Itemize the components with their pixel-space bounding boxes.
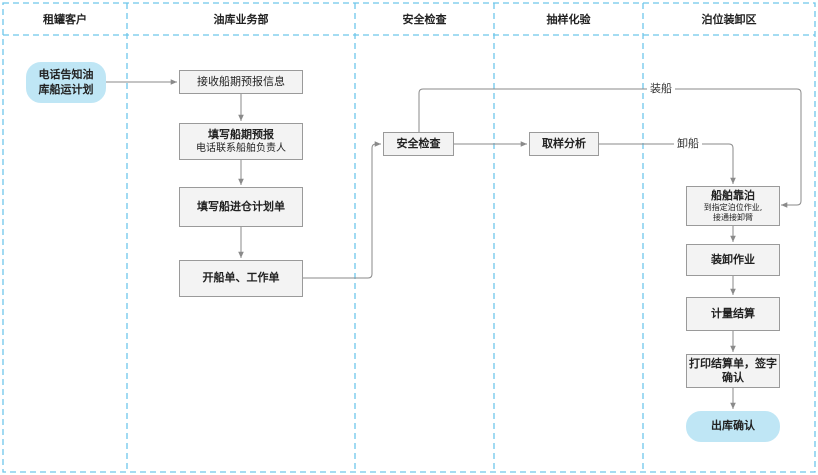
node-fill-entry-plan-text: 填写船进仓计划单 (197, 199, 285, 213)
node-receive-forecast-text: 接收船期预报信息 (197, 74, 285, 88)
node-berthing-sub1: 到指定泊位作业, (703, 203, 763, 213)
node-fill-forecast-sub: 电话联系船舶负责人 (196, 143, 286, 155)
node-sampling: 取样分析 (529, 132, 599, 156)
lane-header-customer: 租罐客户 (43, 13, 87, 26)
node-fill-forecast-title: 填写船期预报 (208, 127, 274, 141)
node-safety-check: 安全检查 (383, 132, 454, 156)
node-loading-unloading: 装卸作业 (686, 244, 780, 276)
node-fill-entry-plan: 填写船进仓计划单 (179, 187, 303, 227)
node-sampling-text: 取样分析 (542, 136, 586, 150)
node-loading-unloading-text: 装卸作业 (711, 252, 755, 266)
lane-header-safety: 安全检查 (402, 13, 447, 26)
node-customer-notify: 电话告知油库船运计划 (26, 62, 106, 103)
node-customer-notify-text: 电话告知油库船运计划 (38, 68, 94, 96)
node-receive-forecast: 接收船期预报信息 (179, 70, 303, 94)
node-exit-confirm-text: 出库确认 (711, 419, 755, 433)
lane-header-depot-business: 油库业务部 (213, 13, 269, 26)
edge-orders-to-safety (303, 141, 381, 279)
node-exit-confirm: 出库确认 (686, 411, 780, 442)
edge-safety-to-berth-load (418, 88, 802, 208)
node-fill-forecast: 填写船期预报 电话联系船舶负责人 (179, 123, 303, 160)
node-berthing-title: 船舶靠泊 (711, 188, 755, 202)
edge-sampling-to-berth-unload (599, 143, 736, 184)
lane-header-sampling: 抽样化验 (546, 13, 591, 26)
node-metering-text: 计量结算 (711, 306, 755, 320)
node-berthing: 船舶靠泊 到指定泊位作业, 接通接卸臂 (686, 186, 780, 226)
node-safety-check-text: 安全检查 (396, 136, 441, 150)
node-open-orders: 开船单、工作单 (179, 260, 303, 297)
edge-label-unload-ship: 卸船 (674, 137, 702, 151)
node-berthing-sub2: 接通接卸臂 (713, 213, 753, 223)
node-open-orders-text: 开船单、工作单 (202, 271, 280, 285)
node-print-confirm: 打印结算单，签字确认 (686, 354, 780, 388)
connectors (106, 79, 802, 409)
node-print-confirm-text: 打印结算单，签字确认 (689, 356, 777, 384)
edge-label-load-ship: 装船 (647, 82, 675, 96)
node-metering: 计量结算 (686, 297, 780, 331)
lane-header-berth: 泊位装卸区 (701, 13, 757, 26)
